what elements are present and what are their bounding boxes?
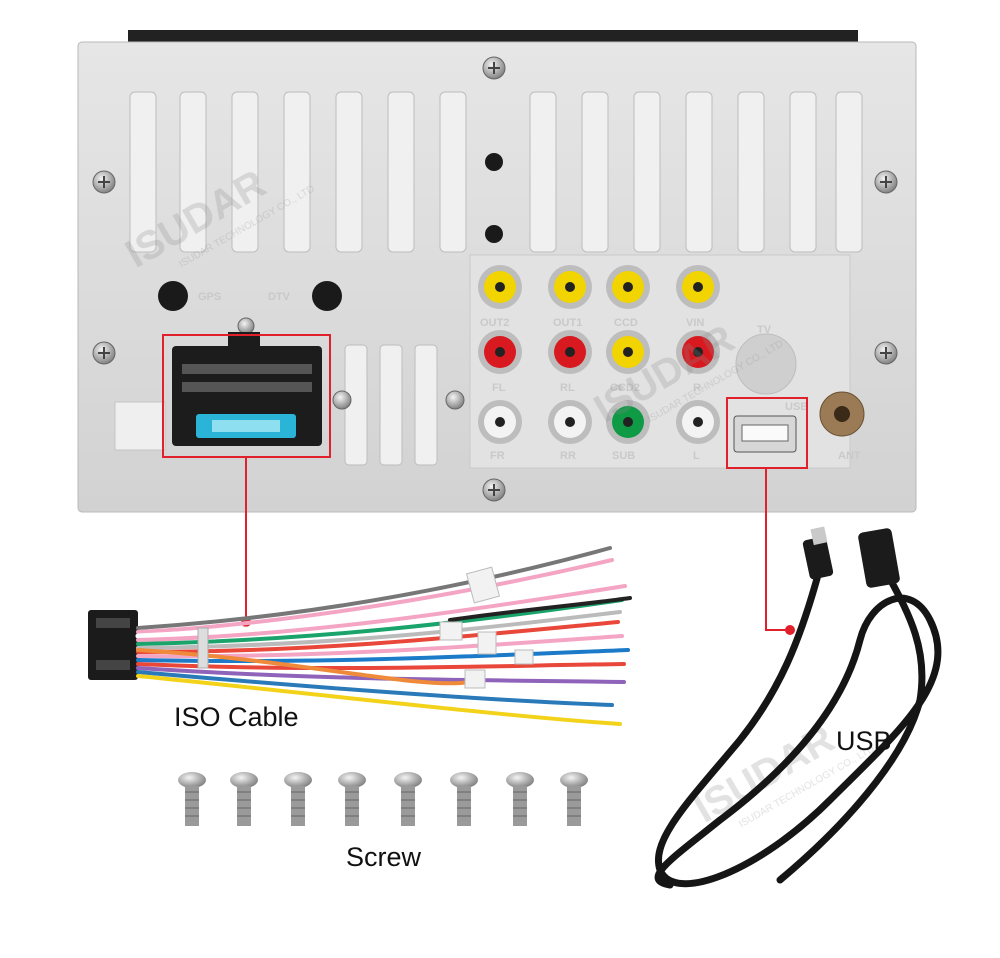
fl-label: FL: [492, 382, 506, 394]
sub-label: SUB: [612, 450, 635, 462]
rca-rl: [548, 330, 592, 374]
out1-label: OUT1: [553, 317, 582, 329]
fr-label: FR: [490, 450, 505, 462]
head-unit-back-panel: GPS DTV: [77, 30, 917, 513]
usb-port-label: USB: [785, 401, 808, 413]
usb-cable: [654, 556, 942, 889]
panel-recess: [114, 401, 166, 451]
top-edge: [128, 30, 858, 44]
r-label: R: [693, 382, 701, 394]
rca-labels: OUT2 OUT1 CCD VIN FL RL CCD2 R FR RR SUB…: [480, 317, 861, 462]
rr-label: RR: [560, 450, 576, 462]
screw: [560, 772, 588, 826]
dtv-port: [312, 281, 342, 311]
rca-fr: [478, 400, 522, 444]
screw-caption: Screw: [346, 842, 422, 872]
cooling-fins: [129, 91, 863, 466]
panel-hole: [485, 153, 503, 171]
usb-caption: USB: [836, 726, 892, 756]
screw: [338, 772, 366, 826]
screws-set: [178, 772, 588, 826]
gps-label: GPS: [198, 291, 221, 303]
rca-sub: [606, 400, 650, 444]
rca-vin: [676, 265, 720, 309]
rca-jacks: [478, 265, 720, 444]
cable-tie: [197, 627, 209, 669]
iso-cable-caption: ISO Cable: [174, 702, 299, 732]
screw: [450, 772, 478, 826]
cable-tags: [439, 566, 534, 689]
screw: [284, 772, 312, 826]
panel-screws: [92, 56, 898, 502]
rca-r: [676, 330, 720, 374]
screw: [394, 772, 422, 826]
screw: [230, 772, 258, 826]
iso-connector-port: [172, 332, 322, 446]
usb-port: [733, 415, 797, 453]
rca-fl: [478, 330, 522, 374]
out2-label: OUT2: [480, 317, 509, 329]
tv-port: [735, 333, 797, 395]
vin-label: VIN: [686, 317, 704, 329]
screw: [506, 772, 534, 826]
panel-hole: [485, 225, 503, 243]
rca-l: [676, 400, 720, 444]
rca-out2: [478, 265, 522, 309]
rca-ccd: [606, 265, 650, 309]
rca-ccd2: [606, 330, 650, 374]
iso-cable: [88, 546, 632, 726]
dtv-label: DTV: [268, 291, 291, 303]
screw: [178, 772, 206, 826]
rca-rr: [548, 400, 592, 444]
tv-label: TV: [757, 324, 772, 336]
gps-port: [158, 281, 188, 311]
rca-out1: [548, 265, 592, 309]
ccd2-label: CCD2: [610, 382, 640, 394]
l-label: L: [693, 450, 700, 462]
ant-label: ANT: [838, 450, 861, 462]
rl-label: RL: [560, 382, 575, 394]
antenna-port: [819, 391, 865, 437]
ccd-label: CCD: [614, 317, 638, 329]
usb-plugs: [802, 526, 900, 588]
